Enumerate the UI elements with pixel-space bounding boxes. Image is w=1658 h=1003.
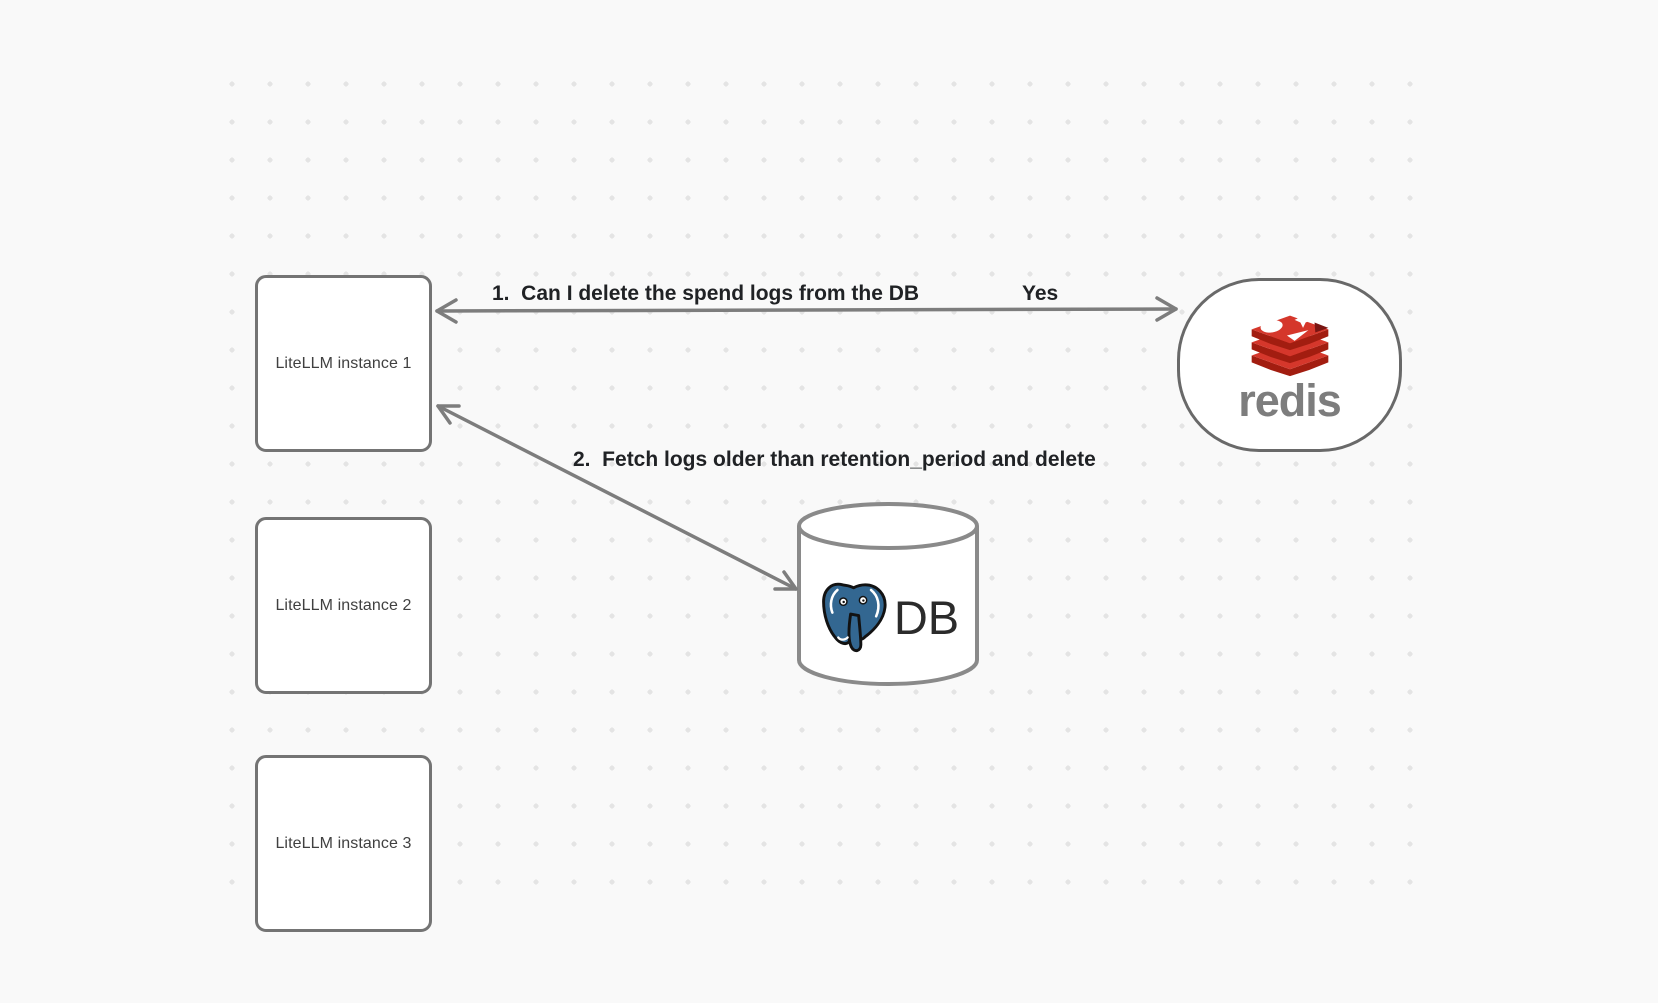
node-label: LiteLLM instance 3: [275, 834, 412, 852]
edge1-question-label: 1. Can I delete the spend logs from the …: [492, 282, 920, 305]
node-label: LiteLLM instance 2: [275, 596, 412, 614]
node-litellm-instance-1[interactable]: LiteLLM instance 1: [255, 275, 432, 452]
redis-wordmark: redis: [1238, 375, 1342, 426]
edge2-action-label: 2. Fetch logs older than retention_perio…: [573, 448, 1096, 471]
redis-logo-icon: [1251, 311, 1328, 377]
postgresql-elephant-icon: [821, 582, 887, 653]
node-litellm-instance-2[interactable]: LiteLLM instance 2: [255, 517, 432, 694]
db-label: DB: [893, 590, 960, 644]
edge1-response-label: Yes: [1022, 282, 1059, 305]
node-db[interactable]: DB: [795, 498, 981, 694]
arrow-instance1-to-db[interactable]: [436, 404, 798, 591]
node-label: LiteLLM instance 1: [275, 354, 412, 372]
arrow-redis-to-instance1[interactable]: [435, 296, 1178, 324]
node-redis[interactable]: redis: [1177, 278, 1402, 452]
node-litellm-instance-3[interactable]: LiteLLM instance 3: [255, 755, 432, 932]
